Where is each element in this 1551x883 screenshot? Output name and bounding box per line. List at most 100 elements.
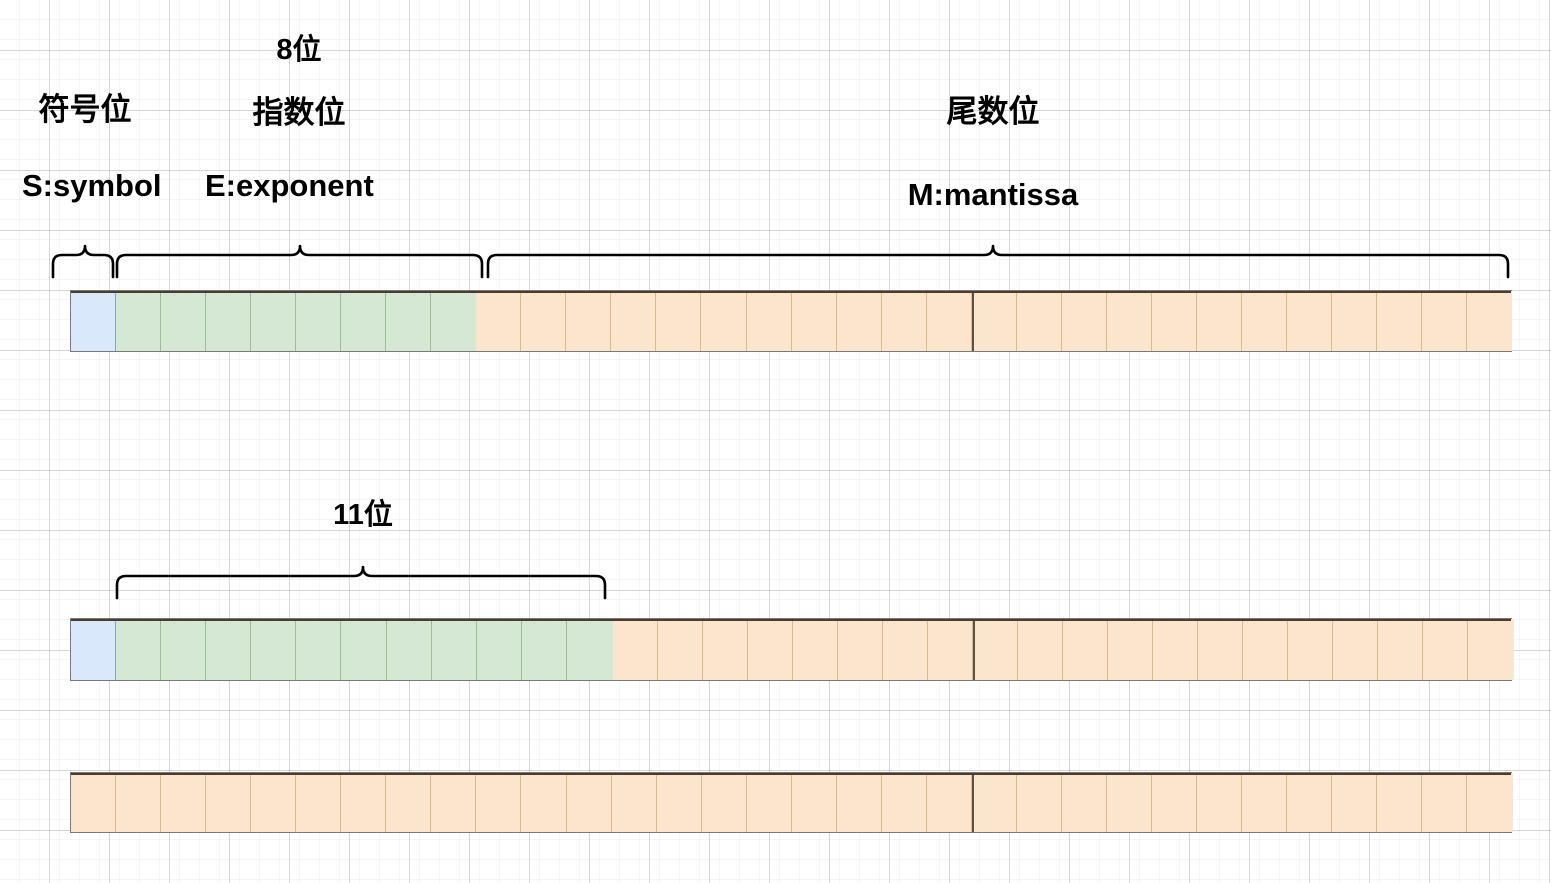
mantissa-bit-cell: [161, 773, 207, 832]
mantissa-bit-cell: [386, 773, 432, 832]
sign-bit-cell: [71, 619, 116, 680]
exponent-bit-cell: [296, 619, 342, 680]
mantissa-bit-cell: [206, 773, 252, 832]
mantissa-bit-cell: [1378, 619, 1424, 680]
sign-bit-label-latin: S:symbol: [22, 168, 162, 203]
exponent-brace-single: [115, 244, 484, 279]
mantissa-bit-cell: [1016, 773, 1063, 832]
exponent-bit-cell: [522, 619, 568, 680]
mantissa-bit-cell: [1422, 291, 1468, 351]
exponent-bit-cell: [431, 619, 477, 680]
mantissa-bit-cell: [701, 291, 747, 351]
mantissa-bit-cell: [566, 291, 612, 351]
mantissa-brace: [486, 244, 1510, 279]
exponent-bit-cell: [567, 619, 613, 680]
exponent-bit-cell: [340, 291, 387, 351]
mantissa-bit-cell: [476, 773, 522, 832]
mantissa-bit-cell: [116, 773, 162, 832]
mantissa-continuation-bar: [70, 772, 1513, 833]
mantissa-bit-cell: [657, 619, 703, 680]
exponent-bit-cell: [477, 619, 523, 680]
mantissa-bit-cell: [1333, 619, 1379, 680]
mantissa-bit-cell: [1468, 619, 1514, 680]
mantissa-bit-cell: [1062, 773, 1108, 832]
mantissa-bit-cell: [1287, 291, 1333, 351]
mantissa-bit-cell: [1467, 291, 1513, 351]
mantissa-bit-cell: [611, 773, 657, 832]
exponent-bit-cell: [386, 291, 432, 351]
mantissa-bit-cell: [1242, 291, 1288, 351]
mantissa-bit-cell: [882, 619, 928, 680]
mantissa-bit-cell: [791, 291, 837, 351]
exponent-bit-cell: [160, 291, 206, 351]
mantissa-bit-cell: [656, 773, 702, 832]
exponent-bit-cell: [115, 291, 161, 351]
exponent-bit-cell: [386, 619, 432, 680]
exponent-brace-double: [115, 565, 607, 600]
mantissa-bit-cell: [927, 619, 973, 680]
mantissa-bit-cell: [926, 291, 972, 351]
exponent-bit-cell: [205, 619, 252, 680]
mantissa-bit-cell: [746, 291, 792, 351]
mantissa-bit-cell: [296, 773, 342, 832]
exponent-bit-cell: [160, 619, 206, 680]
mantissa-bit-cell: [656, 291, 702, 351]
mantissa-bit-cell: [881, 291, 927, 351]
mantissa-bit-cell: [1151, 291, 1197, 351]
mantissa-bit-cell: [1288, 619, 1334, 680]
mantissa-bit-cell: [747, 619, 793, 680]
mantissa-bit-cell: [1332, 291, 1378, 351]
mantissa-bit-cell: [71, 773, 117, 832]
mantissa-bit-cell: [1332, 773, 1378, 832]
mantissa-bit-cell: [1198, 619, 1244, 680]
mantissa-bit-cell: [1153, 619, 1199, 680]
mantissa-bit-cell: [837, 619, 883, 680]
mantissa-bit-cell: [1063, 619, 1109, 680]
mantissa-bit-cell: [476, 291, 522, 351]
mantissa-bit-cell: [1467, 773, 1513, 832]
exponent-bit-cell: [341, 619, 387, 680]
single-precision-bar: [70, 290, 1513, 352]
mantissa-bit-cell: [1061, 291, 1107, 351]
brace-group-row2: [115, 565, 607, 600]
mantissa-bit-cell: [1016, 291, 1062, 351]
mantissa-bit-cell: [1423, 619, 1469, 680]
mantissa-bit-cell: [1377, 773, 1423, 832]
mantissa-bit-cell: [1108, 619, 1154, 680]
exponent-bit-cell: [295, 291, 341, 351]
mantissa-bit-cell: [1152, 773, 1198, 832]
mantissa-bit-cell: [341, 773, 387, 832]
mantissa-bit-cell: [791, 773, 837, 832]
mantissa-bit-cell: [836, 291, 882, 351]
mantissa-bit-cell: [792, 619, 838, 680]
mantissa-bit-cell: [521, 291, 567, 351]
mantissa-bit-cell: [431, 773, 477, 832]
mantissa-bit-cell: [1377, 291, 1423, 351]
double-precision-bar: [70, 618, 1514, 681]
mantissa-bit-cell: [1107, 773, 1153, 832]
mantissa-bit-cell: [611, 291, 657, 351]
mantissa-bit-cell: [1287, 773, 1333, 832]
mantissa-bit-cell: [612, 619, 658, 680]
exponent-bit-cell: [251, 619, 297, 680]
exponent-bit-label-cjk: 指数位: [252, 95, 346, 130]
mantissa-bit-label-cjk: 尾数位: [946, 94, 1040, 129]
sign-brace: [51, 244, 115, 279]
mantissa-bit-cell: [701, 773, 747, 832]
sign-bit-cell: [71, 291, 116, 351]
mantissa-bit-cell: [702, 619, 748, 680]
mantissa-bit-cell: [836, 773, 882, 832]
exponent-bit-label-latin: E:exponent: [205, 168, 374, 203]
exponent-bit-cell: [250, 291, 296, 351]
mantissa-bit-cell: [1197, 773, 1243, 832]
mantissa-bit-cell: [1106, 291, 1152, 351]
mantissa-bit-cell: [926, 773, 972, 832]
mantissa-bit-cell: [566, 773, 612, 832]
mantissa-bit-cell: [1422, 773, 1468, 832]
exponent-bit-count-label-double: 11位: [333, 499, 393, 531]
exponent-bit-cell: [115, 619, 161, 680]
mantissa-bit-cell: [971, 291, 1017, 351]
mantissa-bit-cell: [971, 773, 1017, 832]
mantissa-bit-cell: [251, 773, 297, 832]
